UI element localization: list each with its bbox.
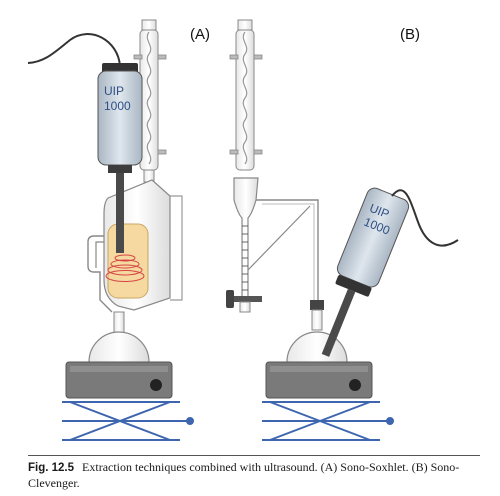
probe-b-label-line1: UIP (368, 201, 392, 221)
panel-a-label: (A) (190, 26, 210, 43)
hot-plate-a (65, 361, 173, 399)
probe-a-label-line1: UIP (104, 84, 124, 98)
graduated-tube-b (242, 225, 248, 291)
sonotrode-b (321, 288, 356, 357)
caption-text: Extraction techniques combined with ultr… (28, 460, 460, 490)
hot-plate-knob-a (150, 379, 162, 391)
stopcock-b (228, 296, 262, 302)
hot-plate-b (265, 361, 373, 399)
hot-plate-knob-b (349, 379, 361, 391)
sonotrode-a (116, 173, 124, 253)
lab-jack-b (262, 401, 394, 441)
figure-number: Fig. 12.5 (28, 462, 75, 474)
probe-cable-b (391, 189, 459, 247)
clevenger-trap-b (226, 177, 324, 331)
panel-a-sono-soxhlet: (A) (27, 19, 210, 441)
panel-b-sono-clevenger: (B) (226, 19, 459, 441)
probe-cable-a (27, 33, 121, 67)
lab-jack-a (62, 401, 194, 441)
ultrasound-waves-a (105, 254, 145, 282)
probe-a-label-line2: 1000 (104, 99, 131, 113)
condenser-b (229, 19, 263, 171)
soxhlet-extractor-a (87, 179, 183, 313)
ultrasonic-probe-b: UIP 1000 (321, 187, 410, 357)
ultrasonic-probe-a: UIP 1000 (97, 63, 143, 253)
panel-b-label: (B) (400, 26, 420, 43)
